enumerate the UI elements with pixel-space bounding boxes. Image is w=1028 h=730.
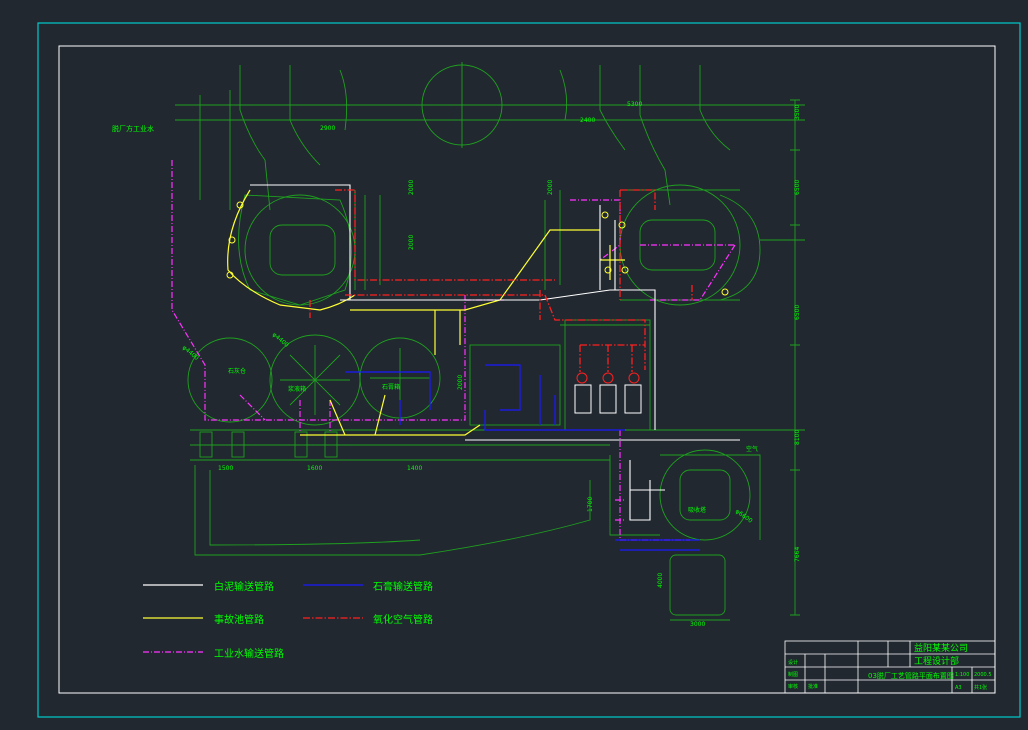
title-row-draw: 制图 — [788, 671, 798, 678]
lime-bin-outline — [187, 337, 273, 423]
dim-dia-absorber: φ6600 — [734, 508, 754, 525]
dim-2400: 2400 — [580, 117, 595, 124]
legend-text-industrial-water: 工业水输送管路 — [214, 647, 284, 660]
dim-dia-left2: φ4400 — [271, 331, 290, 349]
dim-right-mid2: 6500 — [794, 305, 801, 320]
label-absorber: 吸收塔 — [688, 506, 706, 514]
absorber-outline — [659, 449, 751, 541]
title-meta-sheets: 共1张 — [974, 684, 987, 691]
label-gypsum-tank: 石膏箱 — [382, 383, 400, 391]
legend-text-gypsum: 石膏输送管路 — [373, 580, 433, 593]
gypsum-piping — [345, 364, 700, 551]
legend-text-lime-mud: 白泥输送管路 — [214, 580, 274, 593]
title-block — [784, 640, 996, 694]
dim-2000-b: 2000 — [408, 235, 415, 250]
title-drawing-name: 03脱厂工艺管路平面布置图 — [868, 671, 954, 680]
dim-1400: 1400 — [407, 465, 422, 472]
dim-1600: 1600 — [307, 465, 322, 472]
outer-sheet-border — [37, 22, 1021, 718]
title-company-line1: 益阳某某公司 — [914, 642, 968, 654]
title-meta-size: A3 — [955, 685, 962, 691]
label-slurry-tank: 浆液箱 — [288, 385, 306, 393]
accident-tank-piping — [227, 189, 625, 436]
dim-2000-c: 2000 — [547, 180, 554, 195]
equipment-outlines — [175, 62, 805, 621]
legend-text-accident: 事故池管路 — [214, 613, 264, 626]
title-meta-scale: 1:100 — [955, 672, 969, 678]
label-lime-bin: 石灰仓 — [228, 367, 246, 375]
label-air-in: 空气 — [746, 445, 758, 453]
legend: 白泥输送管路 石膏输送管路 事故池管路 氧化空气管路 工业水输送管路 — [143, 580, 433, 660]
dim-right-mid3: 8100 — [794, 430, 801, 445]
drawing-frame-border — [58, 45, 996, 694]
dim-2900: 2900 — [320, 125, 335, 132]
label-external-water: 脱厂方工业水 — [112, 124, 154, 133]
title-row-approve: 批准 — [808, 683, 818, 690]
title-row-design: 设计 — [788, 659, 798, 666]
pump-house-outline — [469, 344, 561, 426]
dim-5300: 5300 — [627, 101, 642, 108]
dim-2000-a: 2000 — [408, 180, 415, 195]
dim-dia-left: φ4400 — [181, 344, 200, 362]
left-reactor-outline — [238, 194, 352, 306]
dim-3000: 3000 — [690, 621, 705, 628]
dim-right-mid1: 6500 — [794, 180, 801, 195]
dim-2000-d: 2000 — [457, 375, 464, 390]
title-row-check: 审核 — [788, 683, 798, 690]
dim-1700: 1700 — [587, 497, 594, 512]
title-company-line2: 工程设计部 — [914, 655, 959, 667]
dim-4000: 4000 — [657, 573, 664, 588]
pump-symbols — [574, 372, 642, 414]
bottom-tank-outline — [669, 554, 726, 616]
dim-right-top: 3500 — [794, 105, 801, 120]
legend-text-oxidation-air: 氧化空气管路 — [373, 613, 433, 626]
dim-right-bot: 7664 — [794, 547, 801, 562]
oxidation-air-piping — [309, 189, 693, 372]
valve-symbols — [226, 201, 729, 296]
title-meta-date: 2000.5 — [974, 672, 992, 678]
dim-1500: 1500 — [218, 465, 233, 472]
lime-mud-piping — [250, 184, 740, 521]
